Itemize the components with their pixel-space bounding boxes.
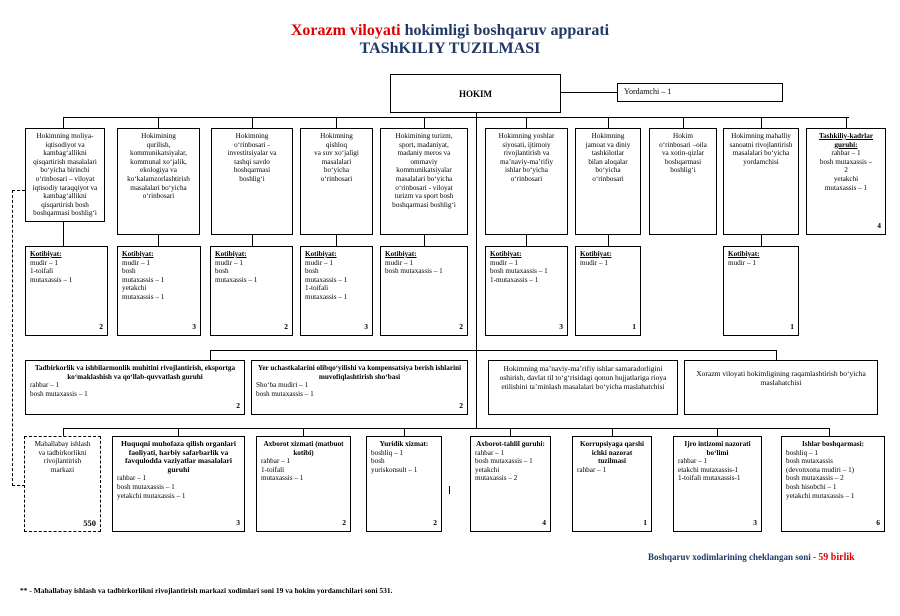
business-group-box: Tadbirkorlik va ishbilarmonlik muhitini … [25, 360, 245, 415]
staff-limit-summary: Boshqaruv xodimlarining cheklangan soni … [648, 552, 855, 563]
deputy-family-box: Hokim o‘rinbosari –oila va xotin-qizlar … [649, 128, 717, 235]
connector-line [846, 117, 847, 128]
law-enforcement-group-box: Huquqni muhofaza qilish organlari faoliy… [112, 436, 245, 532]
main-trunk-line [476, 113, 477, 428]
deputy-construction-box: Hokimining qurilish, kommunikatsiyalar, … [117, 128, 200, 235]
footnote: ** - Mahallabay ishlash va tadbirkorlikn… [20, 586, 393, 595]
connector-line [252, 117, 253, 128]
connector-line [526, 117, 527, 128]
deputy-agriculture-box: Hokimning qishloq va suv xo‘jaligi masal… [300, 128, 373, 235]
affairs-department-box: Ishlar boshqarmasi:boshliq – 1 bosh muta… [781, 436, 885, 532]
digital-advisor-box: Xorazm viloyati hokimligining raqamlasht… [684, 360, 878, 415]
connector-line [424, 235, 425, 246]
tashkiliy-lines: rahbar – 1 bosh mutaxassis – 2 yetakchi … [819, 149, 873, 192]
connector-line [158, 235, 159, 246]
press-service-box: Axborot xizmati (matbuot kotibi)rahbar –… [256, 436, 351, 532]
connector-line [336, 117, 337, 128]
connector-line [404, 428, 405, 436]
connector-line [683, 117, 684, 128]
kotibiyat-youth-box: Kotibiyat:mudir – 1 bosh mutaxassis – 1 … [485, 246, 568, 336]
connector-line [252, 235, 253, 246]
connector-line [608, 235, 609, 246]
connector-line [303, 428, 304, 436]
yordamchi-box: Yordamchi – 1 [617, 83, 783, 102]
connector-line [424, 117, 425, 128]
page-title: Xorazm viloyati hokimligi boshqaruv appa… [290, 22, 610, 39]
kotibiyat-construction-box: Kotibiyat:mudir – 1 bosh mutaxassis – 1 … [117, 246, 201, 336]
kotibiyat-finance-box: Kotibiyat:mudir – 1 1-toifali mutaxassis… [25, 246, 108, 336]
yordamchi-connector [561, 92, 617, 93]
connector-line [761, 117, 762, 128]
connector-line [158, 117, 159, 128]
mahalla-center-box: Mahallabay ishlash va tadbirkorlikni riv… [24, 436, 101, 532]
connector-line [336, 235, 337, 246]
groups-bus-line [210, 350, 776, 351]
deputy-religion-box: Hokimning jamoat va diniy tashkilotlar b… [575, 128, 641, 235]
page-subtitle: TAShKILIY TUZILMASI [359, 40, 541, 57]
deputy-finance-box: Hokimning moliya- iqtisodiyot va kambag‘… [25, 128, 105, 222]
tashkiliy-count: 4 [877, 221, 881, 231]
bottom-bus-line [63, 428, 829, 429]
land-compensation-box: Yer uchastkalarini olibqo‘yilishi va kom… [251, 360, 468, 415]
connector-line [510, 428, 511, 436]
legal-service-box: Yuridik xizmat:boshliq – 1 bosh yuriskon… [366, 436, 442, 532]
spiritual-advisor-box: Hokimning ma’naviy-ma’rifiy ishlar samar… [488, 360, 678, 415]
connector-line [178, 428, 179, 436]
anticorruption-box: Korrupsiyaga qarshi ichki nazorat tuzilm… [572, 436, 652, 532]
hokim-box: HOKIM [390, 74, 561, 113]
connector-line [717, 428, 718, 436]
connector-line [63, 222, 64, 246]
assistant-industry-box: Hokimning mahalliy sanoatni rivojlantiri… [723, 128, 799, 235]
connector-line [63, 117, 64, 128]
deputy-tourism-box: Hokimining turizm, sport, madaniyat, mad… [380, 128, 468, 235]
tashkiliy-title: Tashkiliy-kadrlar guruhi: [818, 132, 874, 149]
deputies-bus-line [63, 117, 849, 118]
connector-line [761, 235, 762, 246]
analytics-group-box: Axborot-tahlil guruhi:rahbar – 1 bosh mu… [470, 436, 551, 532]
deputy-youth-box: Hokimning yoshlar siyosati, ijtimoiy riv… [485, 128, 568, 235]
mahalla-dashed-connector [12, 190, 25, 486]
connector-line [829, 428, 830, 436]
deputy-investment-box: Hokimning o‘rinbosari - investitsiyalar … [211, 128, 293, 235]
connector-line [612, 428, 613, 436]
kotibiyat-agriculture-box: Kotibiyat:mudir – 1 bosh mutaxassis – 1 … [300, 246, 373, 336]
tashkiliy-kadrlar-box: Tashkiliy-kadrlar guruhi: rahbar – 1 bos… [806, 128, 886, 235]
connector-line [608, 117, 609, 128]
connector-line [63, 428, 64, 436]
connector-line [526, 235, 527, 246]
